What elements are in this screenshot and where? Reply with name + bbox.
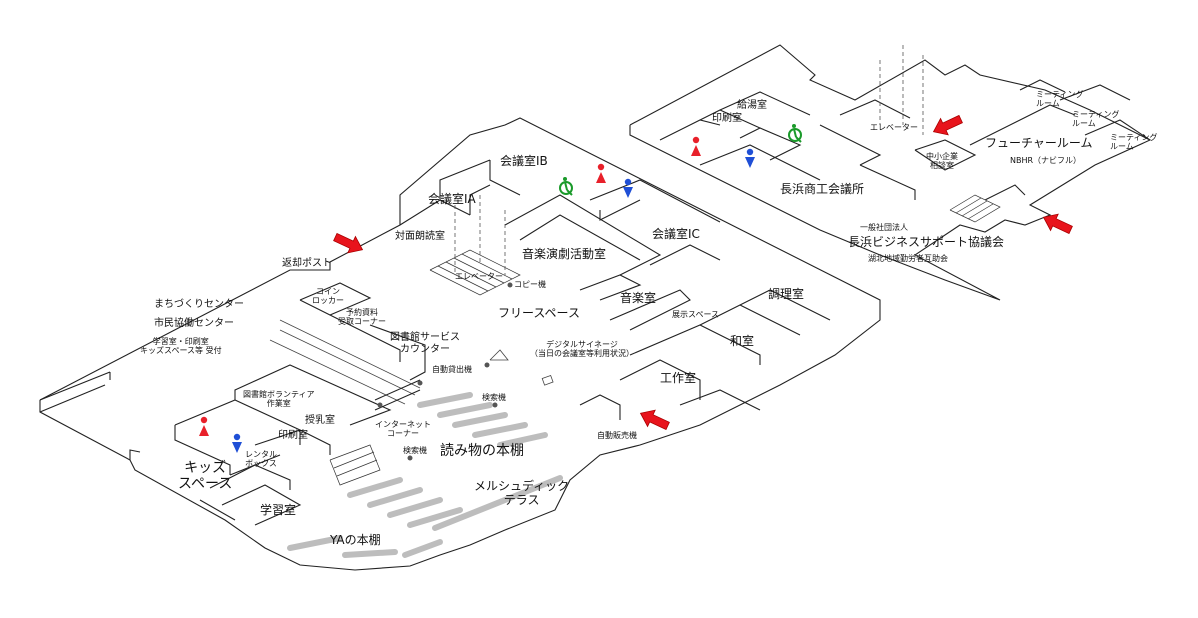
sme-consultation-room: 中小企業 相談室 [926, 152, 958, 171]
elevator-right: エレベーター [870, 123, 918, 132]
label-reception: 学習室・印刷室 キッズスペース等 受付 [140, 337, 222, 356]
kohoku-workers-assoc: 湖北地域勤労者互助会 [868, 254, 948, 263]
vending-machine: 自動販売機 [597, 431, 637, 440]
room-music-drama: 音楽演劇活動室 [522, 247, 607, 261]
elevator-center: エレベーター [455, 272, 503, 281]
room-meeting-1c: 会議室IC [652, 227, 700, 241]
reading-bookshelf: 読み物の本棚 [440, 443, 524, 459]
room-nursing: 授乳室 [305, 415, 335, 426]
biz-support-council: 長浜ビジネスサポート協議会 [848, 235, 1005, 249]
entrance-arrow-icon [639, 409, 670, 431]
male-restroom-icon [232, 433, 242, 453]
room-study: 学習室 [260, 503, 297, 517]
male-restroom-icon [745, 148, 755, 168]
rental-box: レンタル ボックス [245, 450, 277, 469]
room-printing-right: 印刷室 [712, 113, 742, 124]
label-machizukuri-center: まちづくりセンター [154, 299, 244, 310]
search-terminal-1: 検索機 [482, 393, 506, 402]
biz-support-subtitle: 一般社団法人 [860, 223, 908, 232]
mershdick-terrace: メルシュディック テラス [474, 479, 570, 507]
center-stairs [429, 249, 521, 296]
room-cooking: 調理室 [768, 287, 805, 301]
future-room: フューチャールーム [985, 136, 1093, 150]
room-kitchenette: 給湯室 [737, 100, 767, 111]
accessible-restroom-icon [788, 124, 802, 143]
chamber-of-commerce: 長浜商工会議所 [780, 182, 865, 196]
room-printing-left: 印刷室 [278, 430, 308, 441]
reservation-pickup-corner: 予約資料 受取コーナー [338, 308, 386, 327]
entrance-arrow-icon [333, 232, 364, 254]
accessible-restroom-icon [559, 177, 573, 196]
nbhr-label: NBHR（ナビフル） [1010, 156, 1082, 165]
entrance-arrow-icon [1042, 213, 1073, 235]
digital-signage: デジタルサイネージ （当日の会議室等利用状況） [530, 340, 634, 359]
exhibition-space: 展示スペース [672, 310, 720, 319]
library-service-counter: 図書館サービス カウンター [390, 332, 460, 355]
right-stairs [949, 194, 1001, 223]
meeting-room-1: ミーティング ルーム [1036, 90, 1084, 109]
internet-corner: インターネット コーナー [375, 420, 431, 439]
self-checkout-machine: 自動貸出機 [432, 365, 472, 374]
room-japanese-style: 和室 [730, 334, 755, 348]
male-restroom-icon [623, 178, 633, 198]
copy-machine: コピー機 [514, 280, 546, 289]
female-restroom-icon [199, 416, 209, 436]
room-craft: 工作室 [660, 371, 697, 385]
room-face-to-face-reading: 対面朗読室 [395, 231, 445, 242]
meeting-room-3: ミーティング ルーム [1110, 133, 1158, 152]
right-building-outline [629, 44, 1152, 301]
return-post: 返却ポスト [282, 258, 332, 269]
free-space: フリースペース [498, 306, 580, 320]
female-restroom-icon [596, 163, 606, 183]
kids-space: キッズ スペース [178, 460, 233, 493]
room-meeting-1b: 会議室ⅠB [500, 154, 548, 168]
left-stairs [329, 444, 381, 486]
main-building-outline [39, 117, 881, 571]
room-meeting-1a: 会議室ⅠA [428, 192, 476, 206]
bookshelves [287, 392, 563, 558]
entrance-arrow-icon [932, 114, 963, 136]
meeting-room-2: ミーティング ルーム [1072, 110, 1120, 129]
label-civic-collab-center: 市民協働センター [154, 318, 234, 329]
ya-bookshelf: YAの本棚 [330, 533, 381, 547]
search-terminal-2: 検索機 [403, 446, 427, 455]
room-volunteer-work: 図書館ボランティア 作業室 [243, 390, 315, 409]
coin-locker: コイン ロッカー [312, 287, 344, 306]
room-music: 音楽室 [620, 291, 657, 305]
female-restroom-icon [691, 136, 701, 156]
